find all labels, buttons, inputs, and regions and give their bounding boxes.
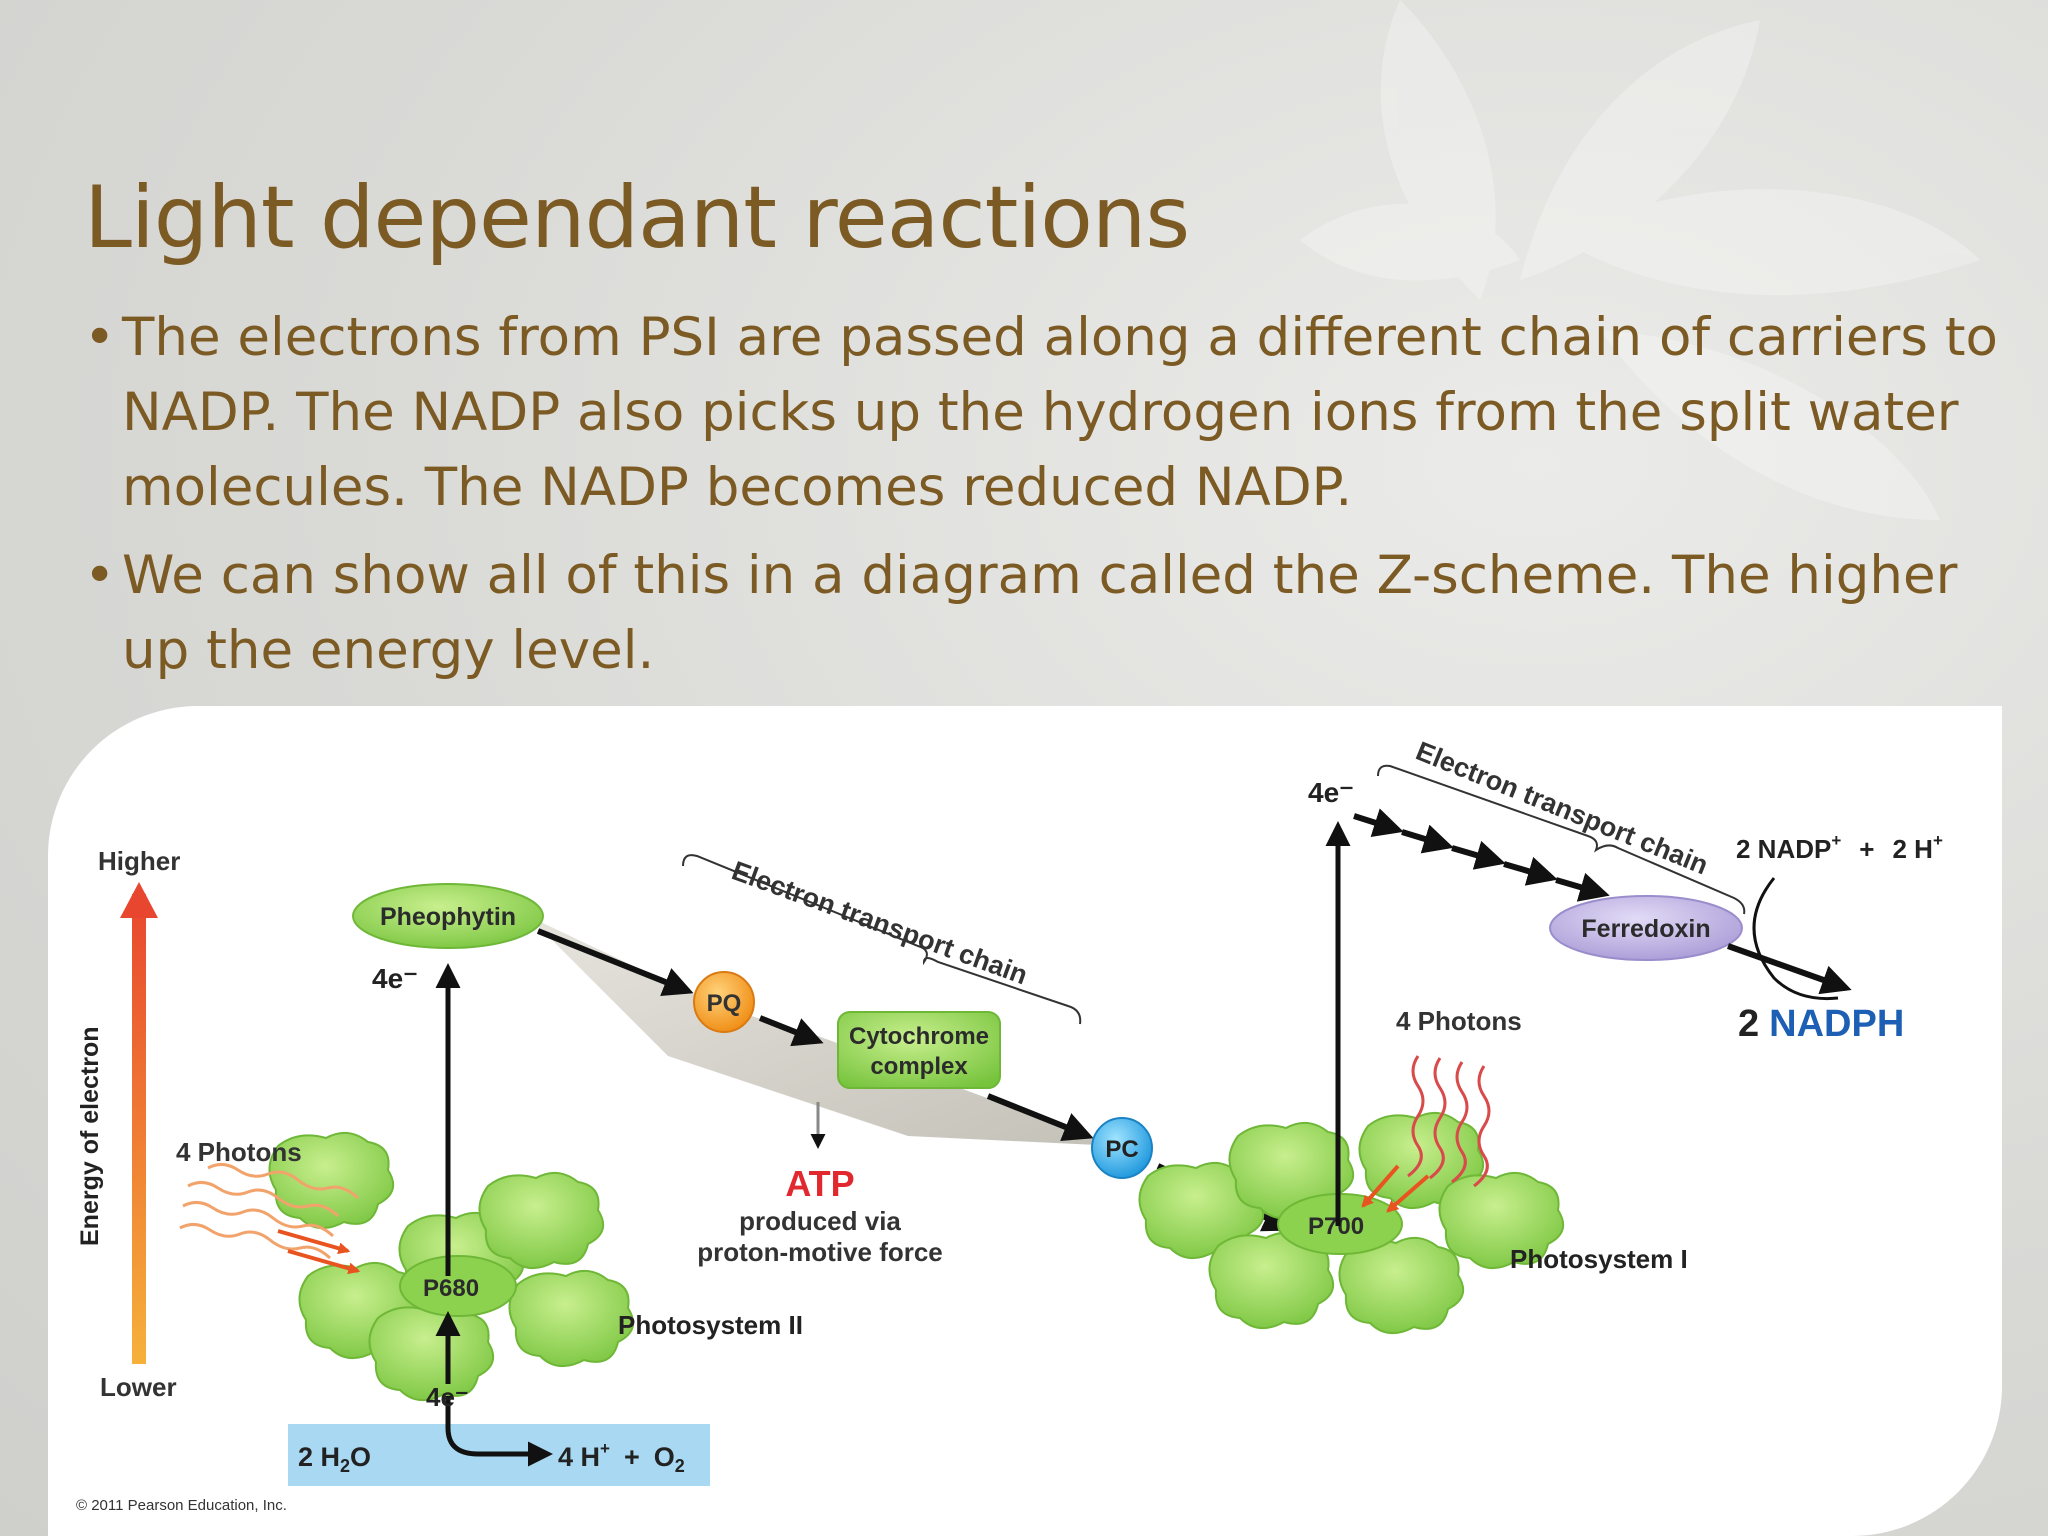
ps2-photon-arrows [277,1229,361,1275]
ferredoxin-to-nadph-arrow [1726,943,1852,995]
axis-lower-label: Lower [100,1372,177,1402]
photosystem-i-cluster [1138,1111,1565,1334]
ferredoxin-node [1549,895,1743,961]
copyright-text: © 2011 Pearson Education, Inc. [76,1497,287,1514]
bullet-item: •We can show all of this in a diagram ca… [84,538,2004,688]
pheophytin-node [352,883,544,949]
ps2-photon-waves [179,1163,360,1260]
photosystem-ii-cluster [268,1131,635,1401]
etc1-label: Electron transport chain [728,855,1032,990]
bullet-list: •The electrons from PSI are passed along… [84,300,2004,701]
pq-label: PQ [707,990,742,1017]
p680-label: P680 [423,1275,479,1302]
atp-caption-line1: produced via [739,1206,901,1236]
nadp-input-curve [1752,877,1839,1001]
pheophytin-to-pq-arrow [536,928,694,997]
ps1-photon-arrows [1361,1164,1430,1213]
cytochrome-label-line1: Cytochrome [849,1023,989,1050]
z-scheme-diagram: Higher Lower Energy of electron P680 Pho… [76,736,1943,1514]
etc1-bracket [682,854,1082,1025]
ps1-photon-waves [1407,1055,1491,1188]
photosystem-i-label: Photosystem I [1510,1244,1688,1274]
ferredoxin-label: Ferredoxin [1581,915,1710,943]
cytochrome-to-pc-arrow [986,1093,1094,1142]
axis-title: Energy of electron [76,1027,104,1247]
pq-node [693,971,755,1033]
energy-shading [528,916,1118,1146]
atp-label: ATP [785,1163,854,1204]
bullet-item: •The electrons from PSI are passed along… [84,300,2004,525]
energy-axis-bar [132,894,146,1364]
water-products: 4 H++O2 [558,1439,685,1476]
bullet-text: We can show all of this in a diagram cal… [122,545,1958,681]
water-formula: 2 H2O [298,1442,371,1476]
water-to-p680-arrow [445,1396,553,1467]
axis-higher-label: Higher [98,846,180,876]
pq-to-cytochrome-arrow [758,1015,824,1047]
cytochrome-label-line2: complex [870,1053,968,1080]
energy-axis-arrowhead [120,882,158,918]
photosystem-ii-label: Photosystem II [618,1310,803,1340]
nadp-reactants: 2 NADP++2 H+ [1736,831,1943,864]
ps1-electrons-up-label: 4e⁻ [1308,777,1354,808]
bullet-text: The electrons from PSI are passed along … [122,307,1998,518]
z-scheme-panel: Higher Lower Energy of electron P680 Pho… [48,706,2002,1536]
pc-label: PC [1105,1136,1138,1163]
atp-caption-line2: proton-motive force [697,1237,943,1267]
energy-axis: Higher Lower Energy of electron [76,846,180,1402]
bullet-dot-icon: • [84,307,116,368]
bullet-dot-icon: • [84,545,116,606]
slide-title: Light dependant reactions [84,168,1190,268]
etc2-bracket [1377,764,1746,915]
ps2-photons-label: 4 Photons [176,1137,302,1167]
etc2-label: Electron transport chain [1412,736,1713,881]
pc-node [1091,1117,1153,1179]
ps2-electrons-up-label: 4e⁻ [372,963,418,994]
cytochrome-complex-node [837,1011,1001,1089]
water-electrons-label: 4e⁻ [426,1382,469,1412]
etc2-chain-arrows [1353,808,1610,902]
ps1-photons-label: 4 Photons [1396,1006,1522,1036]
pheophytin-label: Pheophytin [380,903,516,931]
